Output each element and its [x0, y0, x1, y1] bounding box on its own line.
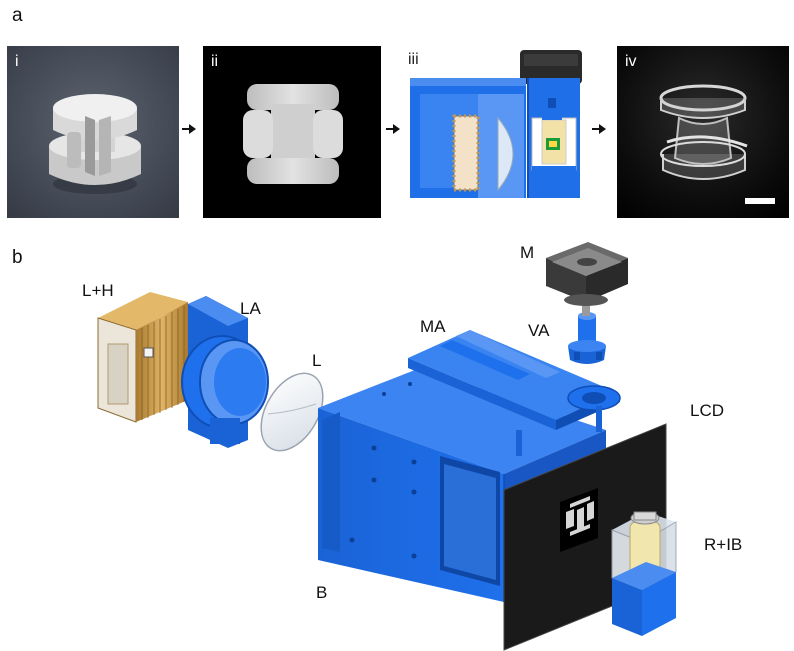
step-iv-printed-photo: iv	[617, 46, 789, 218]
motor-adapter-part	[408, 330, 621, 456]
printer-side-view-icon	[410, 50, 582, 198]
resin-vial-part	[611, 511, 677, 636]
panel-b-label: b	[12, 247, 23, 268]
label-resin-index-box: R+IB	[704, 535, 743, 554]
label-led-heatsink: L+H	[82, 281, 114, 300]
label-motor-adapter: MA	[420, 317, 446, 336]
step-iii-printer-view: iii	[402, 46, 588, 218]
label-motor: M	[520, 243, 535, 262]
printed-object-icon	[659, 84, 775, 204]
lens-adapter-part	[181, 296, 269, 448]
label-body: B	[316, 583, 328, 602]
panel-a-label: a	[12, 5, 23, 26]
step-ii-projection: ii	[203, 46, 381, 218]
scale-bar	[745, 198, 775, 204]
vial-adapter-part	[568, 312, 606, 364]
step-iv-label: iv	[625, 53, 637, 70]
lens-part	[260, 372, 324, 452]
label-vial-adapter: VA	[528, 321, 550, 340]
step-i-model-render: i	[7, 46, 179, 218]
step-i-label: i	[15, 53, 19, 70]
motor-part	[546, 242, 628, 316]
led-heatsink-part	[97, 292, 188, 423]
label-lcd: LCD	[690, 401, 725, 420]
main-body-part	[318, 368, 606, 602]
step-ii-label: ii	[211, 53, 219, 70]
label-lens: L	[312, 351, 322, 370]
projection-slice-icon	[243, 84, 343, 184]
model-object-icon	[49, 94, 141, 194]
label-lens-adapter: LA	[240, 299, 261, 318]
step-iii-label: iii	[408, 51, 419, 68]
lcd-slice-icon	[566, 496, 594, 536]
